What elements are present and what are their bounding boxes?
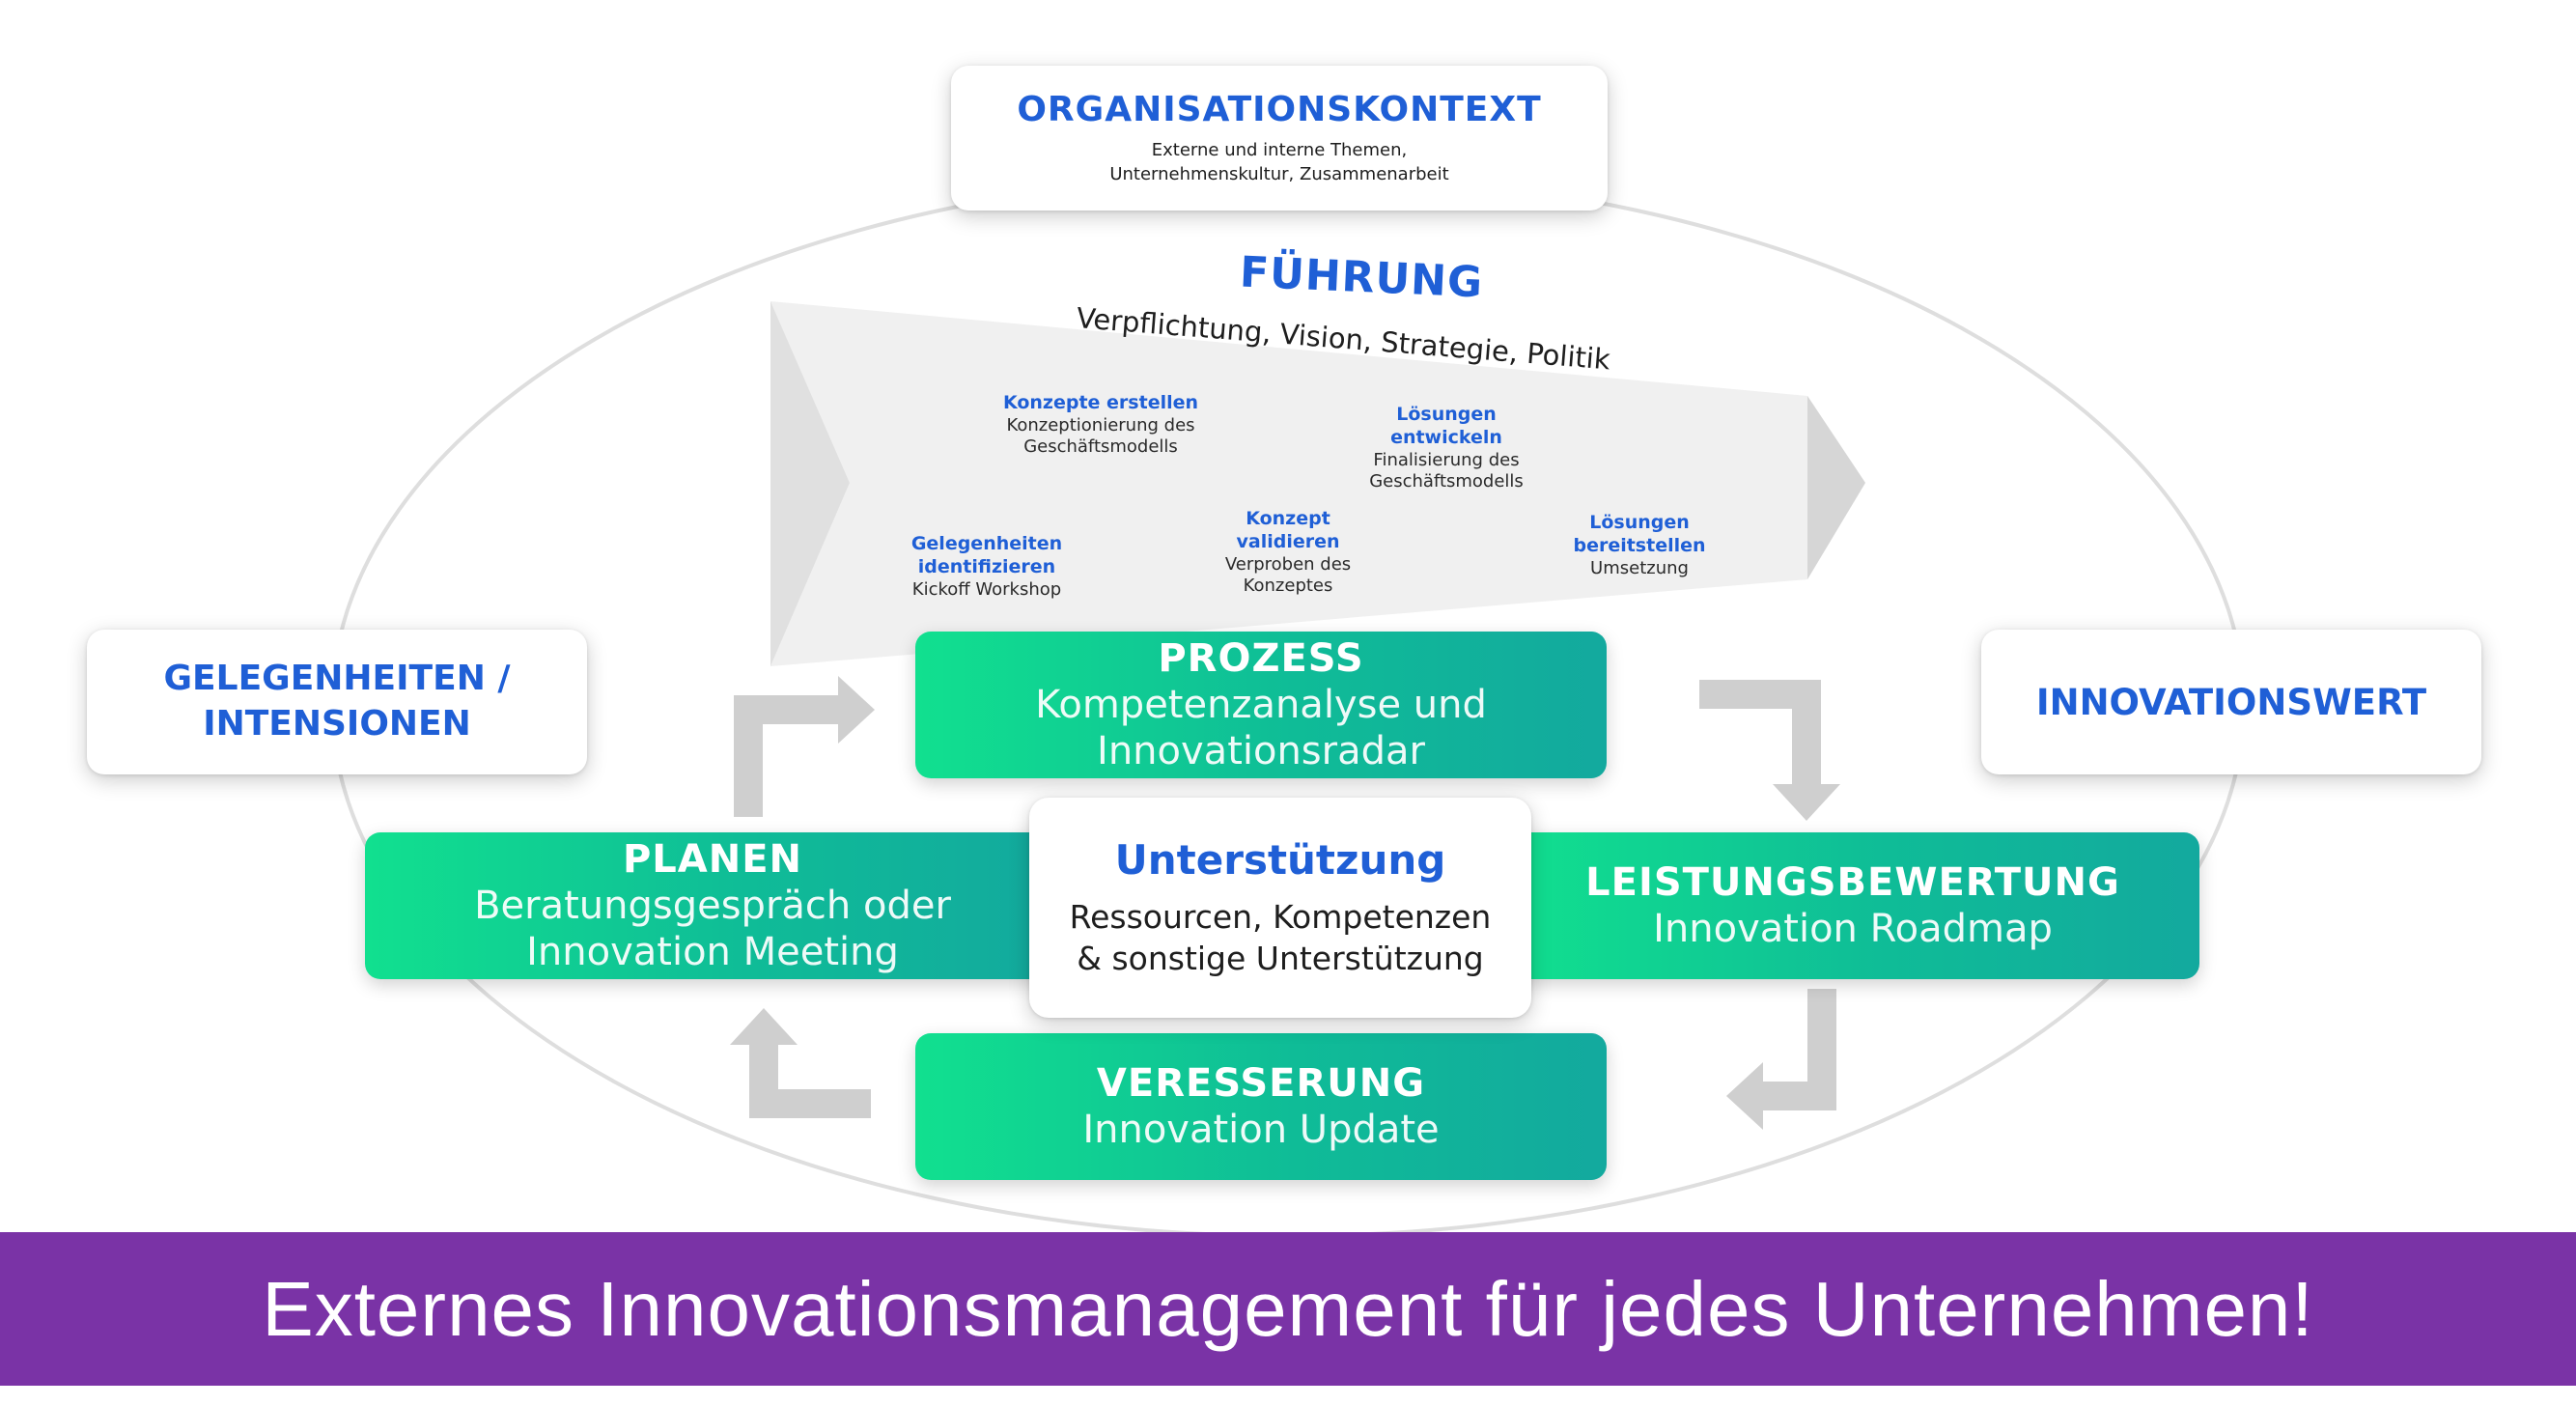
stage-desc: Konzeptionierung des	[1006, 414, 1195, 436]
stage-title: identifizieren	[917, 555, 1056, 577]
chevron-notch-dark	[770, 301, 850, 666]
stage-desc: Konzeptes	[1243, 576, 1333, 596]
stage-title: Gelegenheiten	[910, 533, 1063, 554]
arrow-down-to-evaluation	[1699, 680, 1840, 821]
support-title: Unterstützung	[1114, 835, 1446, 884]
opportunities-card: GELEGENHEITEN / INTENSIONEN	[87, 630, 587, 774]
stage-title: entwickeln	[1390, 426, 1502, 448]
plan-line2: Innovation Meeting	[526, 930, 899, 974]
organisation-context-line2: Unternehmenskultur, Zusammenarbeit	[1109, 163, 1449, 184]
stage-desc: Verproben des	[1224, 553, 1352, 575]
stage-title: Lösungen	[1589, 512, 1690, 533]
plan-title: PLANEN	[622, 837, 803, 882]
support-line2: & sonstige Unterstützung	[1077, 939, 1484, 977]
improvement-box: VERESSERUNG Innovation Update	[915, 1033, 1607, 1180]
footer-banner: Externes Innovationsmanagement für jedes…	[0, 1232, 2576, 1386]
chevron-tip-dark	[1807, 396, 1865, 579]
stage-validate-concept: Konzept validieren Verproben des Konzept…	[1172, 508, 1404, 598]
evaluation-box: LEISTUNGSBEWERTUNG Innovation Roadmap	[1506, 832, 2199, 979]
stage-identify-opportunities: Gelegenheiten identifizieren Kickoff Wor…	[871, 533, 1103, 601]
organisation-context-title: ORGANISATIONSKONTEXT	[1017, 90, 1542, 130]
support-line1: Ressourcen, Kompetenzen	[1069, 897, 1492, 936]
stage-desc: Finalisierung des	[1373, 449, 1520, 470]
innovation-value-card: INNOVATIONSWERT	[1981, 630, 2481, 774]
plan-line1: Beratungsgespräch oder	[474, 884, 951, 928]
stage-title: Konzept	[1246, 508, 1330, 529]
support-card: Unterstützung Ressourcen, Kompetenzen & …	[1029, 798, 1531, 1018]
stage-title: bereitstellen	[1573, 534, 1706, 556]
evaluation-line1: Innovation Roadmap	[1653, 907, 2053, 951]
stage-create-concepts: Konzepte erstellen Konzeptionierung des …	[985, 392, 1217, 459]
organisation-context-card: ORGANISATIONSKONTEXT Externe und interne…	[951, 66, 1608, 211]
arrow-left-to-improvement	[1726, 989, 1836, 1130]
improvement-title: VERESSERUNG	[1096, 1061, 1426, 1106]
diagram-background	[330, 172, 2246, 1232]
stage-desc: Geschäftsmodells	[1023, 436, 1178, 458]
footer-text: Externes Innovationsmanagement für jedes…	[262, 1265, 2314, 1352]
leadership-title: FÜHRUNG	[1239, 247, 1485, 308]
arrow-up-to-process	[734, 676, 875, 817]
stage-title: Konzepte erstellen	[1002, 392, 1199, 413]
stage-provide-solutions: Lösungen bereitstellen Umsetzung	[1524, 512, 1755, 579]
arrow-up-to-plan	[730, 1008, 871, 1118]
stage-title: Lösungen	[1396, 404, 1497, 425]
evaluation-title: LEISTUNGSBEWERTUNG	[1585, 860, 2120, 905]
process-line2: Innovationsradar	[1097, 729, 1425, 773]
process-title: PROZESS	[1158, 636, 1364, 681]
plan-box: PLANEN Beratungsgespräch oder Innovation…	[365, 832, 1060, 979]
stage-desc: Geschäftsmodells	[1369, 471, 1524, 492]
stage-develop-solutions: Lösungen entwickeln Finalisierung des Ge…	[1330, 404, 1562, 493]
improvement-line1: Innovation Update	[1082, 1108, 1440, 1152]
process-line1: Kompetenzanalyse und	[1035, 683, 1487, 727]
stage-title: validieren	[1236, 530, 1340, 552]
opportunities-line1: GELEGENHEITEN /	[163, 659, 511, 699]
stage-desc: Kickoff Workshop	[911, 578, 1062, 600]
opportunities-line2: INTENSIONEN	[203, 704, 471, 744]
organisation-context-line1: Externe und interne Themen,	[1151, 140, 1408, 161]
leadership-chevron	[770, 301, 1865, 666]
innovation-value-title: INNOVATIONSWERT	[2035, 681, 2427, 723]
process-box: PROZESS Kompetenzanalyse und Innovations…	[915, 632, 1607, 778]
stage-desc: Umsetzung	[1590, 557, 1689, 578]
